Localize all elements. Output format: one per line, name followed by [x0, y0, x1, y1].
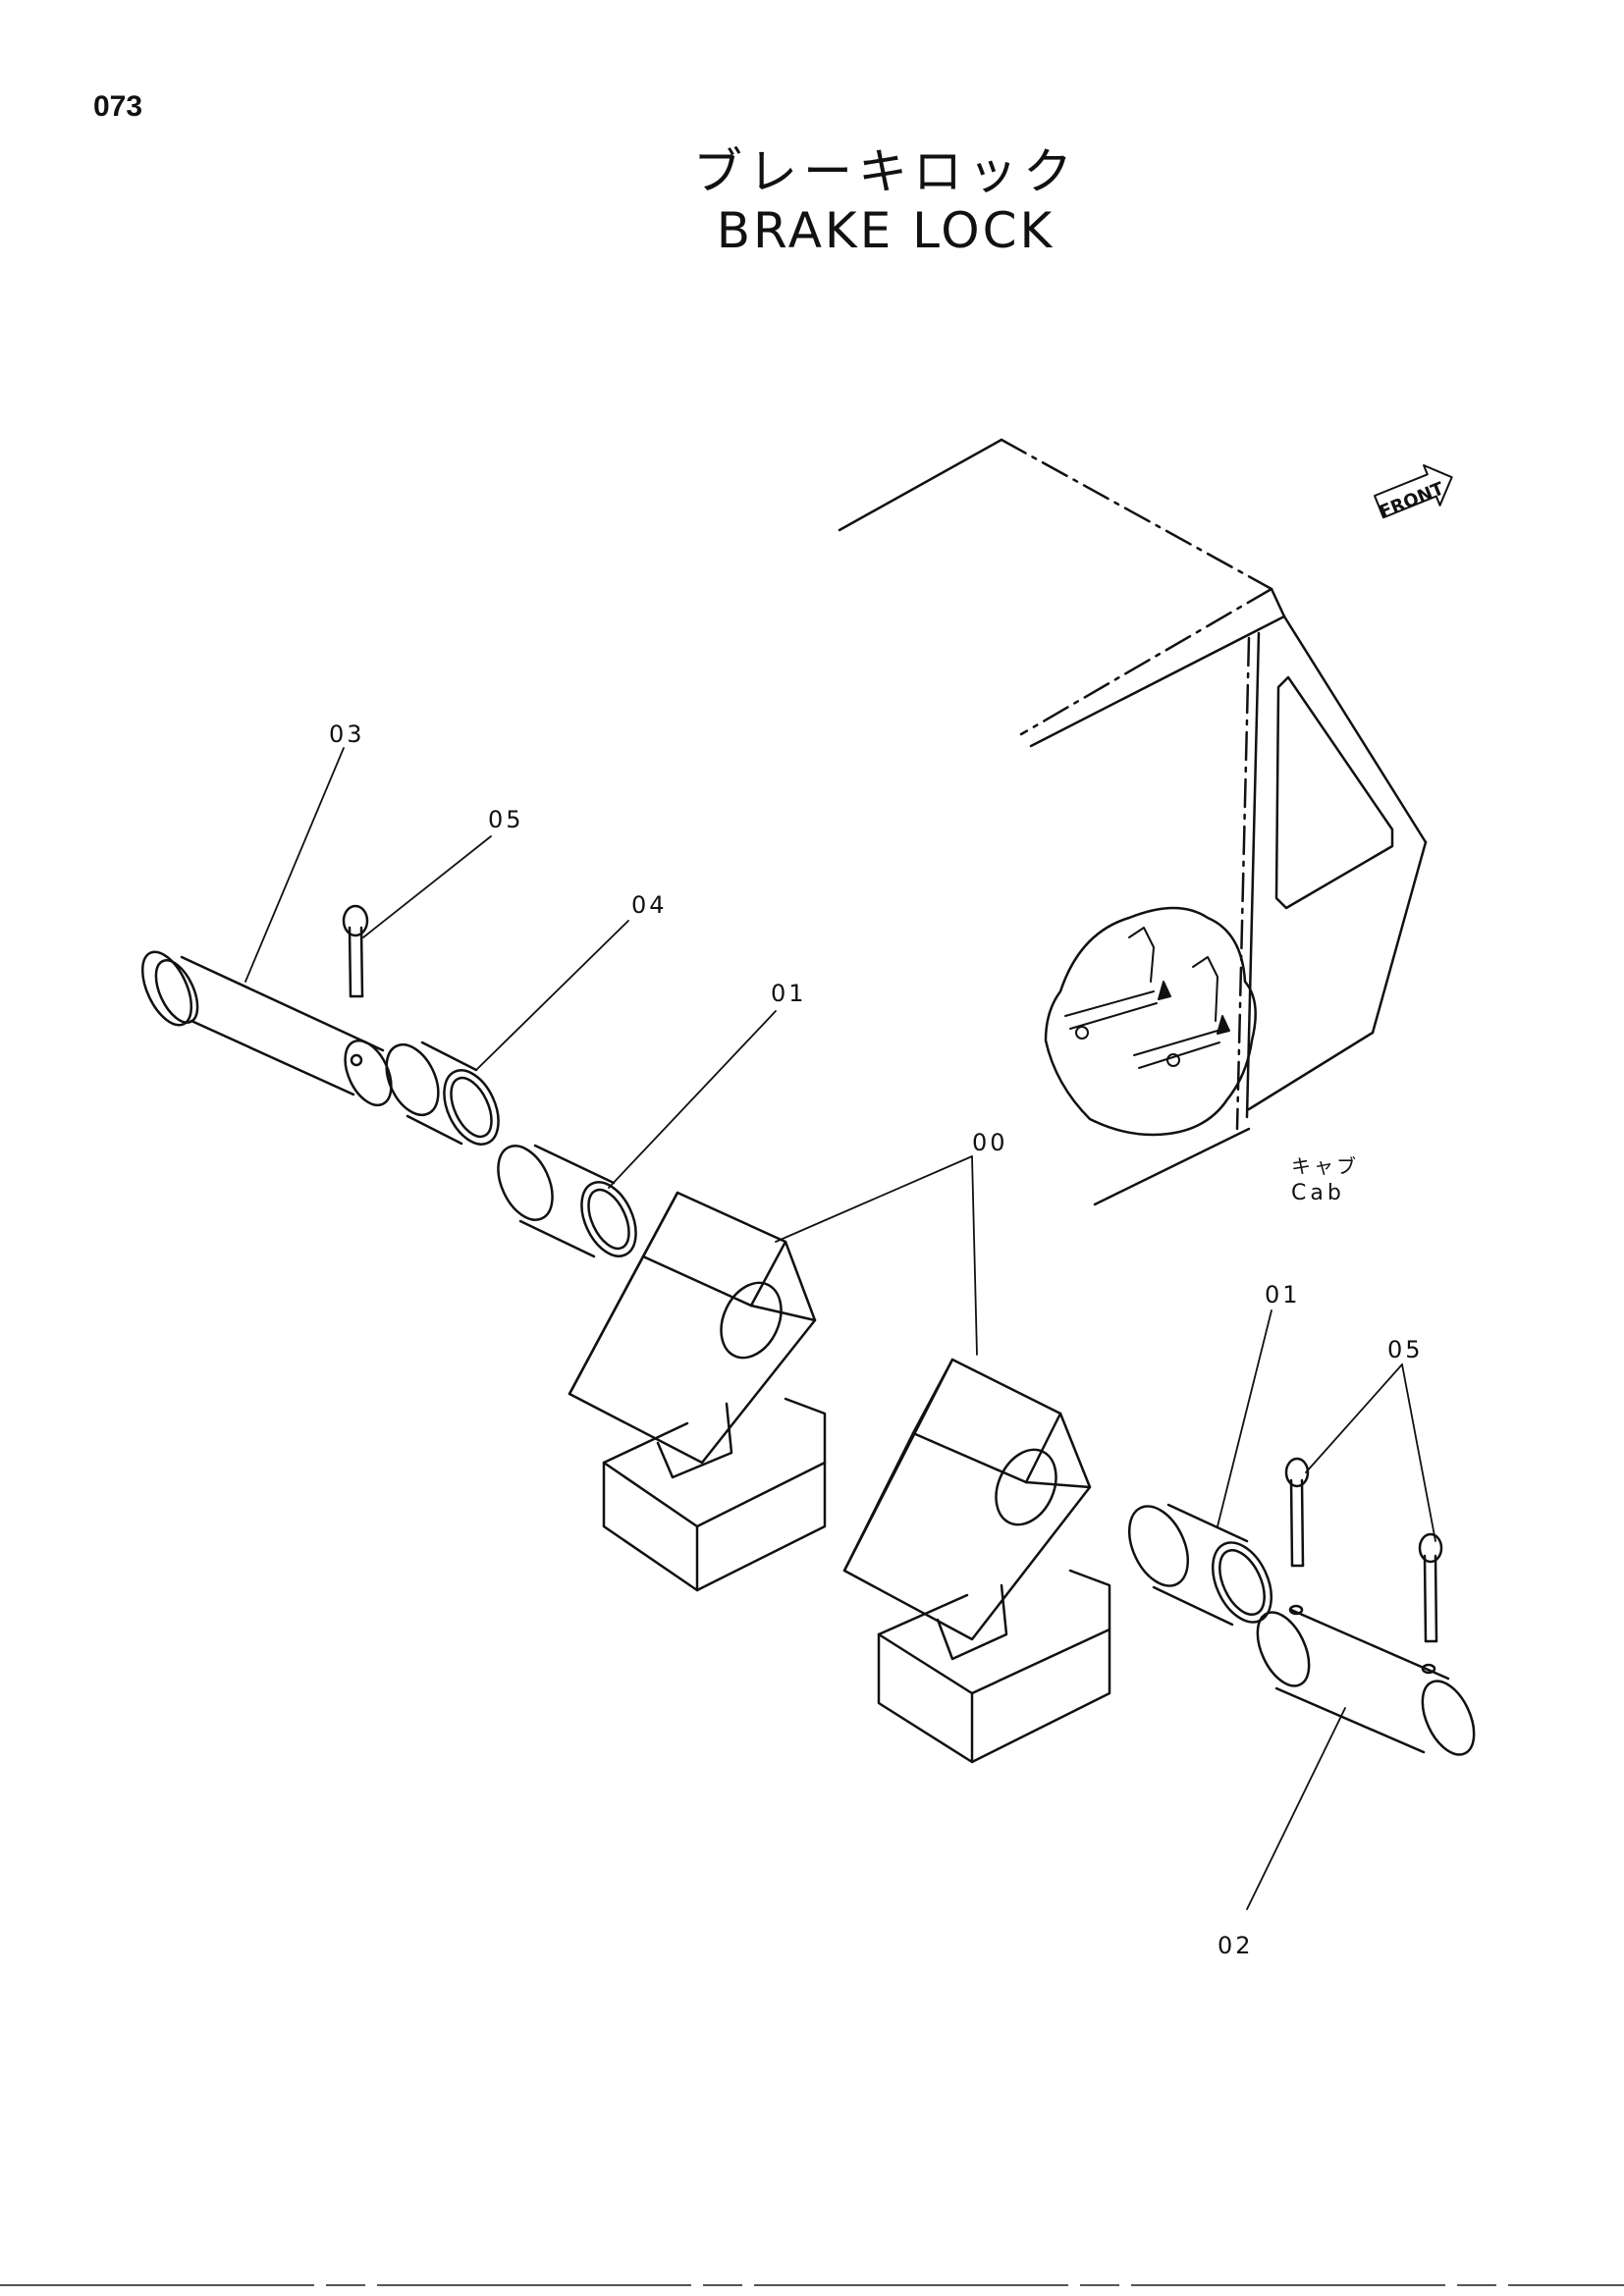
bushing-01-top: [497, 1144, 637, 1258]
callout-05-top: 05: [488, 806, 524, 833]
callout-03: 03: [329, 721, 365, 748]
cab-label-english: Cab: [1291, 1181, 1345, 1205]
bracket-assembly-00-lower: [842, 1358, 1111, 1764]
pin-02: [1256, 1604, 1476, 1756]
cotter-pin-05-right-a: [1284, 1457, 1310, 1568]
callout-00: 00: [972, 1129, 1008, 1156]
bushing-01-right: [1127, 1503, 1273, 1627]
front-arrow: [1374, 464, 1453, 519]
cab-outline: [838, 438, 1428, 1206]
pin-03: [140, 950, 393, 1107]
callout-01-top: 01: [771, 980, 807, 1007]
cotter-pin-05-right-b: [1418, 1532, 1443, 1643]
brake-lever-detail: [1064, 927, 1230, 1069]
callout-01-right: 01: [1265, 1281, 1301, 1308]
cab-label-japanese: キャブ: [1291, 1154, 1359, 1178]
title-japanese: ブレーキロック: [693, 143, 1078, 200]
bushing-04: [385, 1041, 500, 1146]
detail-inset: [1044, 906, 1257, 1137]
callout-05-right: 05: [1387, 1336, 1424, 1363]
front-arrow-label: FRONT: [1377, 478, 1447, 523]
page-title: ブレーキロック BRAKE LOCK: [0, 142, 1624, 260]
page-number: 073: [93, 90, 143, 123]
leader-lines: [244, 747, 1436, 1910]
bracket-assembly-00-upper: [568, 1191, 827, 1592]
callout-02: 02: [1218, 1932, 1254, 1959]
callout-04: 04: [631, 891, 668, 919]
cotter-pin-05-left: [342, 904, 369, 998]
title-english: BRAKE LOCK: [716, 202, 1056, 259]
